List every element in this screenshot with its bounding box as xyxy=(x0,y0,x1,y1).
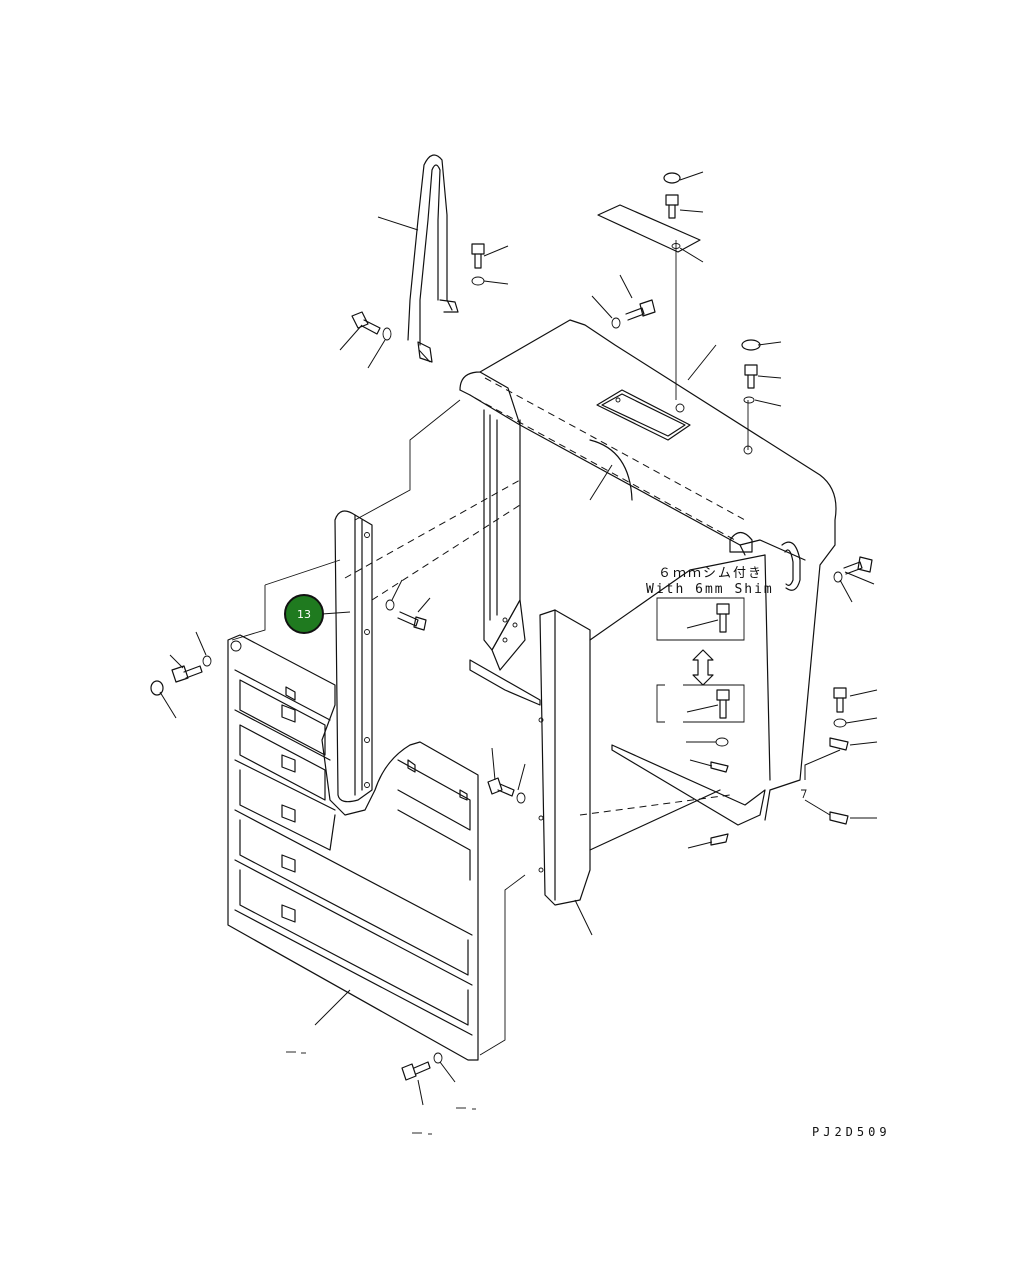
alignment-lines xyxy=(344,240,749,816)
cap-icon xyxy=(663,172,681,184)
fasteners xyxy=(150,172,873,1081)
drawing-code: PJ2D509 xyxy=(812,1125,891,1139)
callout-badge-13[interactable]: 13 xyxy=(284,594,324,634)
ref-marks xyxy=(286,789,807,1135)
shim-box-with xyxy=(656,597,745,641)
phantom-outline xyxy=(231,399,526,1056)
top-plate xyxy=(597,204,701,253)
shim-detail xyxy=(656,597,745,723)
vertical-seal-strip xyxy=(334,510,373,803)
callout-number[interactable]: 13 xyxy=(297,608,311,621)
center-frame xyxy=(469,409,541,706)
handrail xyxy=(407,154,459,363)
side-panel-right xyxy=(538,554,771,906)
callout-circle[interactable] xyxy=(284,594,324,634)
shim-box-without xyxy=(656,684,665,723)
shim-note-english: With 6mm Shim xyxy=(646,582,774,597)
front-grille-panel xyxy=(227,634,479,1061)
leader-lines xyxy=(159,171,878,1106)
double-arrow-icon xyxy=(692,649,714,686)
upper-cover-body xyxy=(459,319,837,821)
shim-note-japanese: ６ｍｍシム付き xyxy=(658,566,763,581)
